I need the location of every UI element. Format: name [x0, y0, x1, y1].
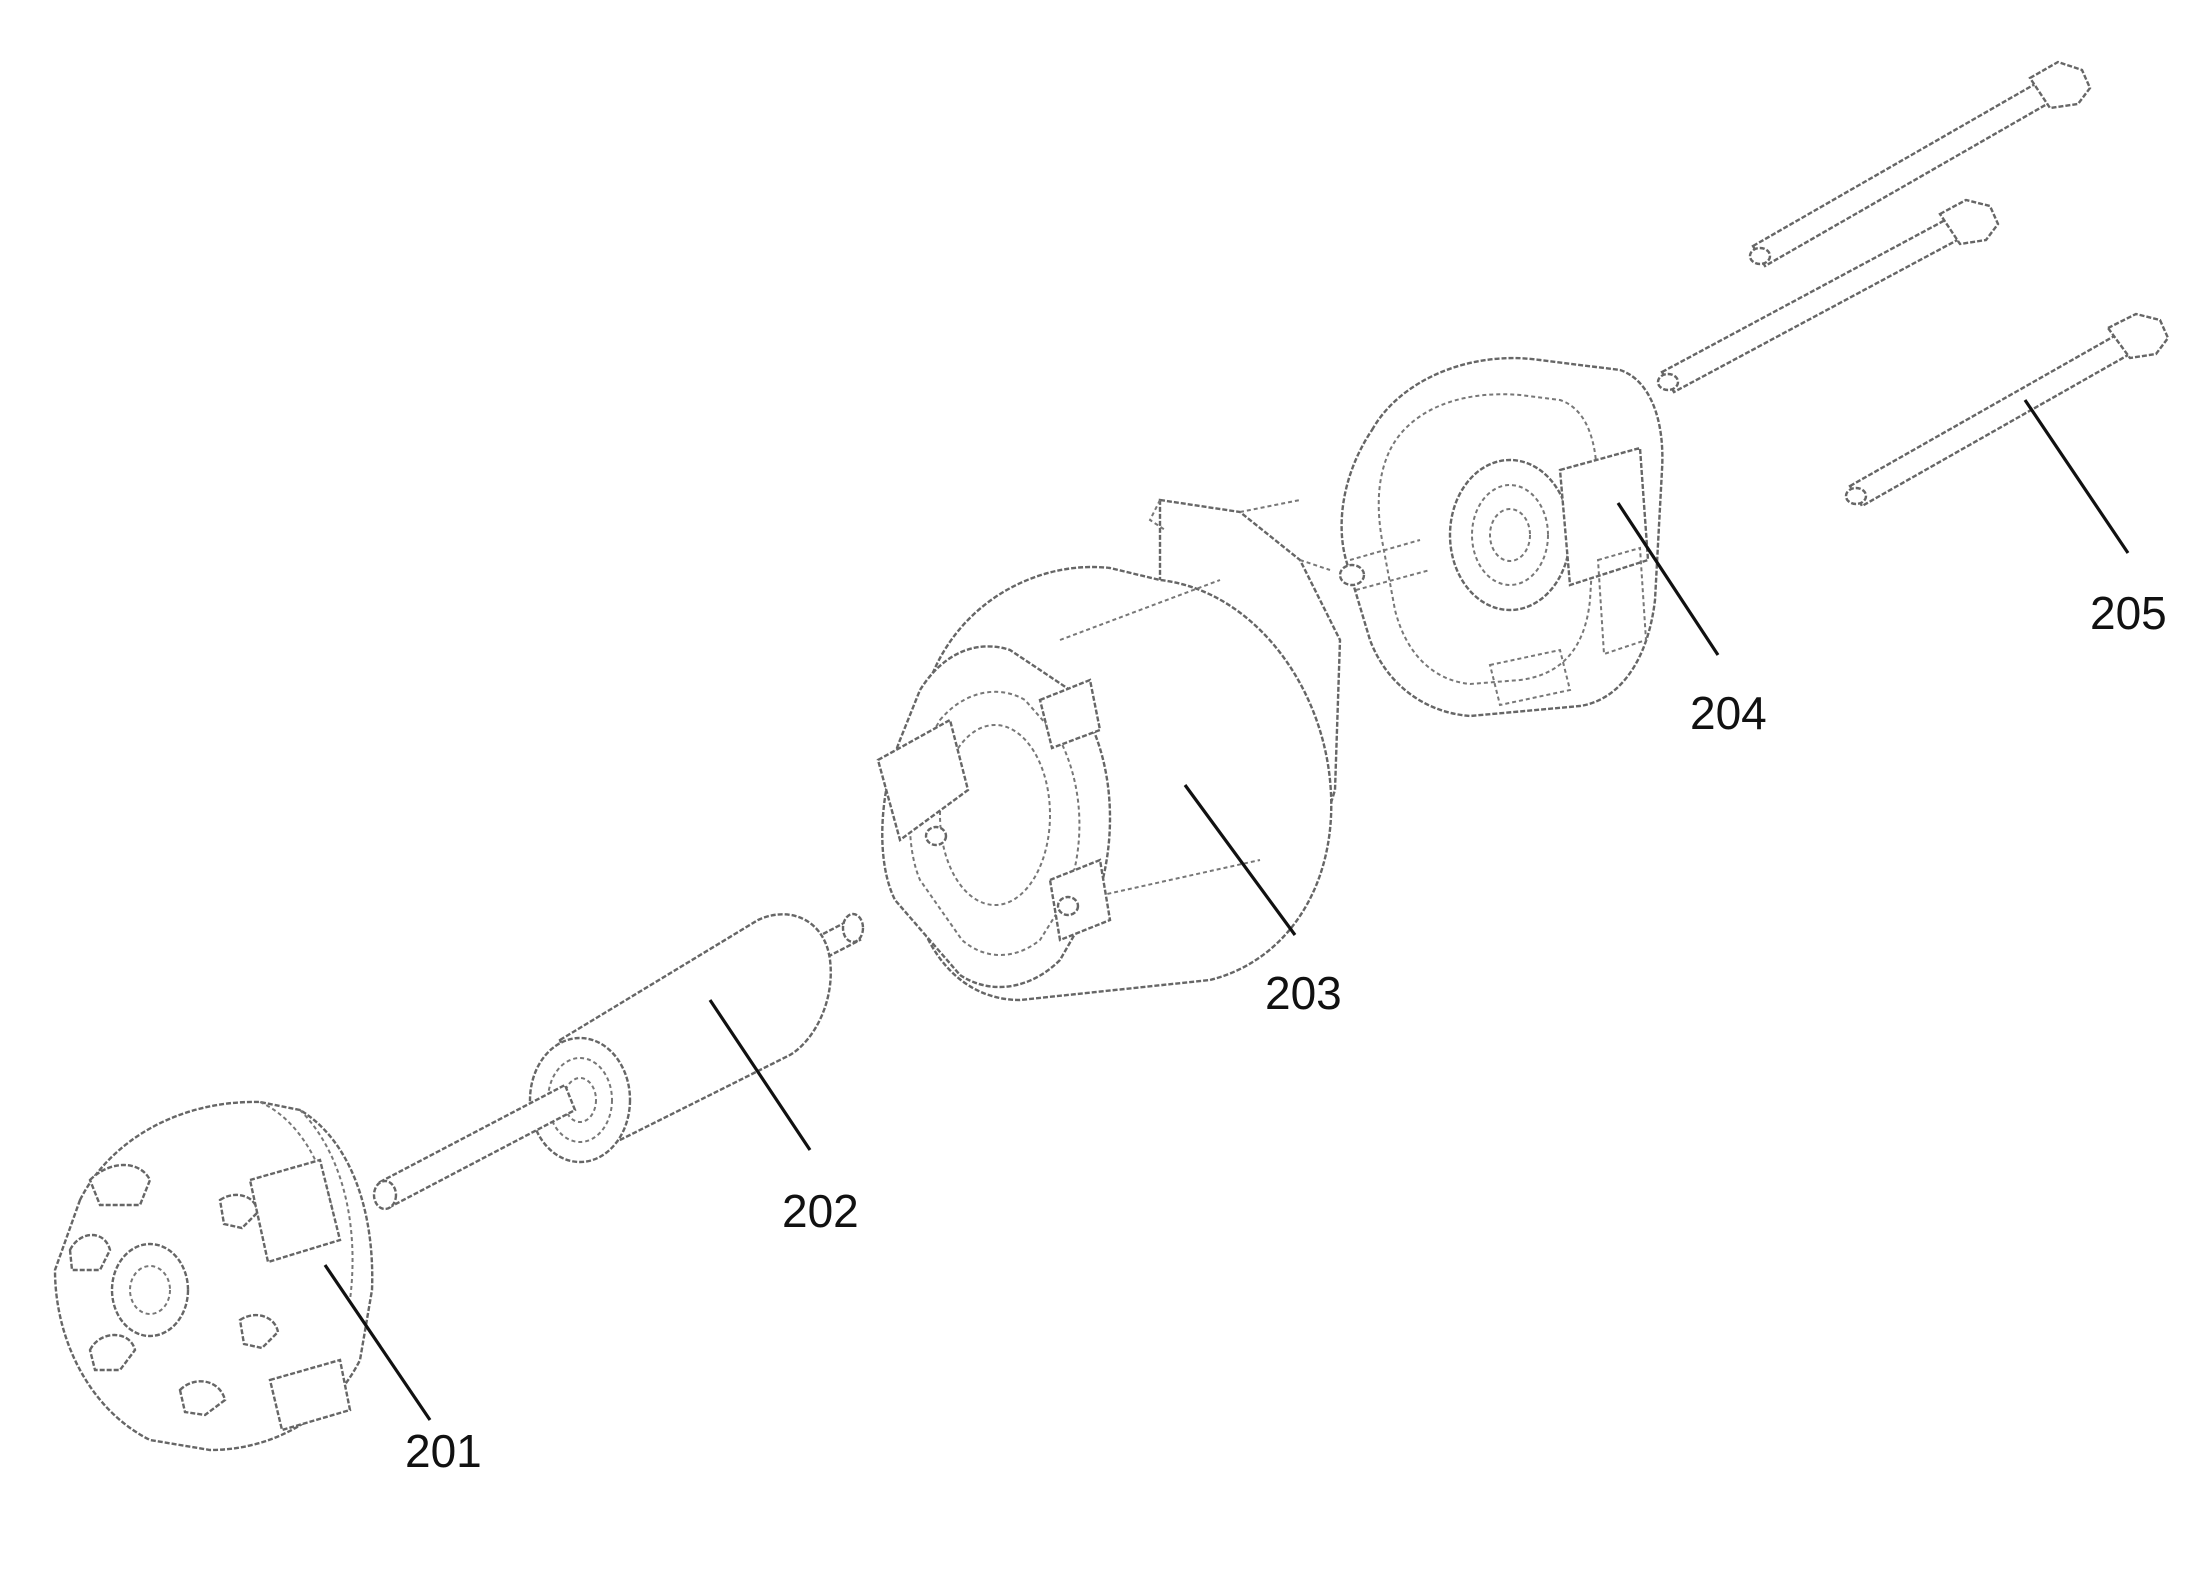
- part-202-rotor-shaft: [372, 912, 865, 1211]
- leader-line-201: [323, 1264, 432, 1421]
- part-205-bolts: [1656, 60, 2170, 508]
- leader-line-204: [1616, 502, 1720, 656]
- reference-label-203: 203: [1265, 967, 1342, 1019]
- leader-line-203: [1183, 784, 1297, 936]
- reference-label-204: 204: [1690, 687, 1767, 739]
- bolt-middle: [1656, 198, 2000, 394]
- part-204-end-bracket: [1338, 356, 1664, 718]
- reference-label-202: 202: [782, 1185, 859, 1237]
- reference-label-205: 205: [2090, 587, 2167, 639]
- bolt-upper: [1748, 60, 2092, 268]
- part-203-stator-housing: [876, 498, 1342, 1002]
- part-201-end-cap: [53, 1100, 374, 1452]
- reference-label-201: 201: [405, 1425, 482, 1477]
- leader-line-202: [708, 999, 812, 1151]
- bolt-lower: [1844, 312, 2170, 508]
- leader-line-205: [2023, 399, 2130, 554]
